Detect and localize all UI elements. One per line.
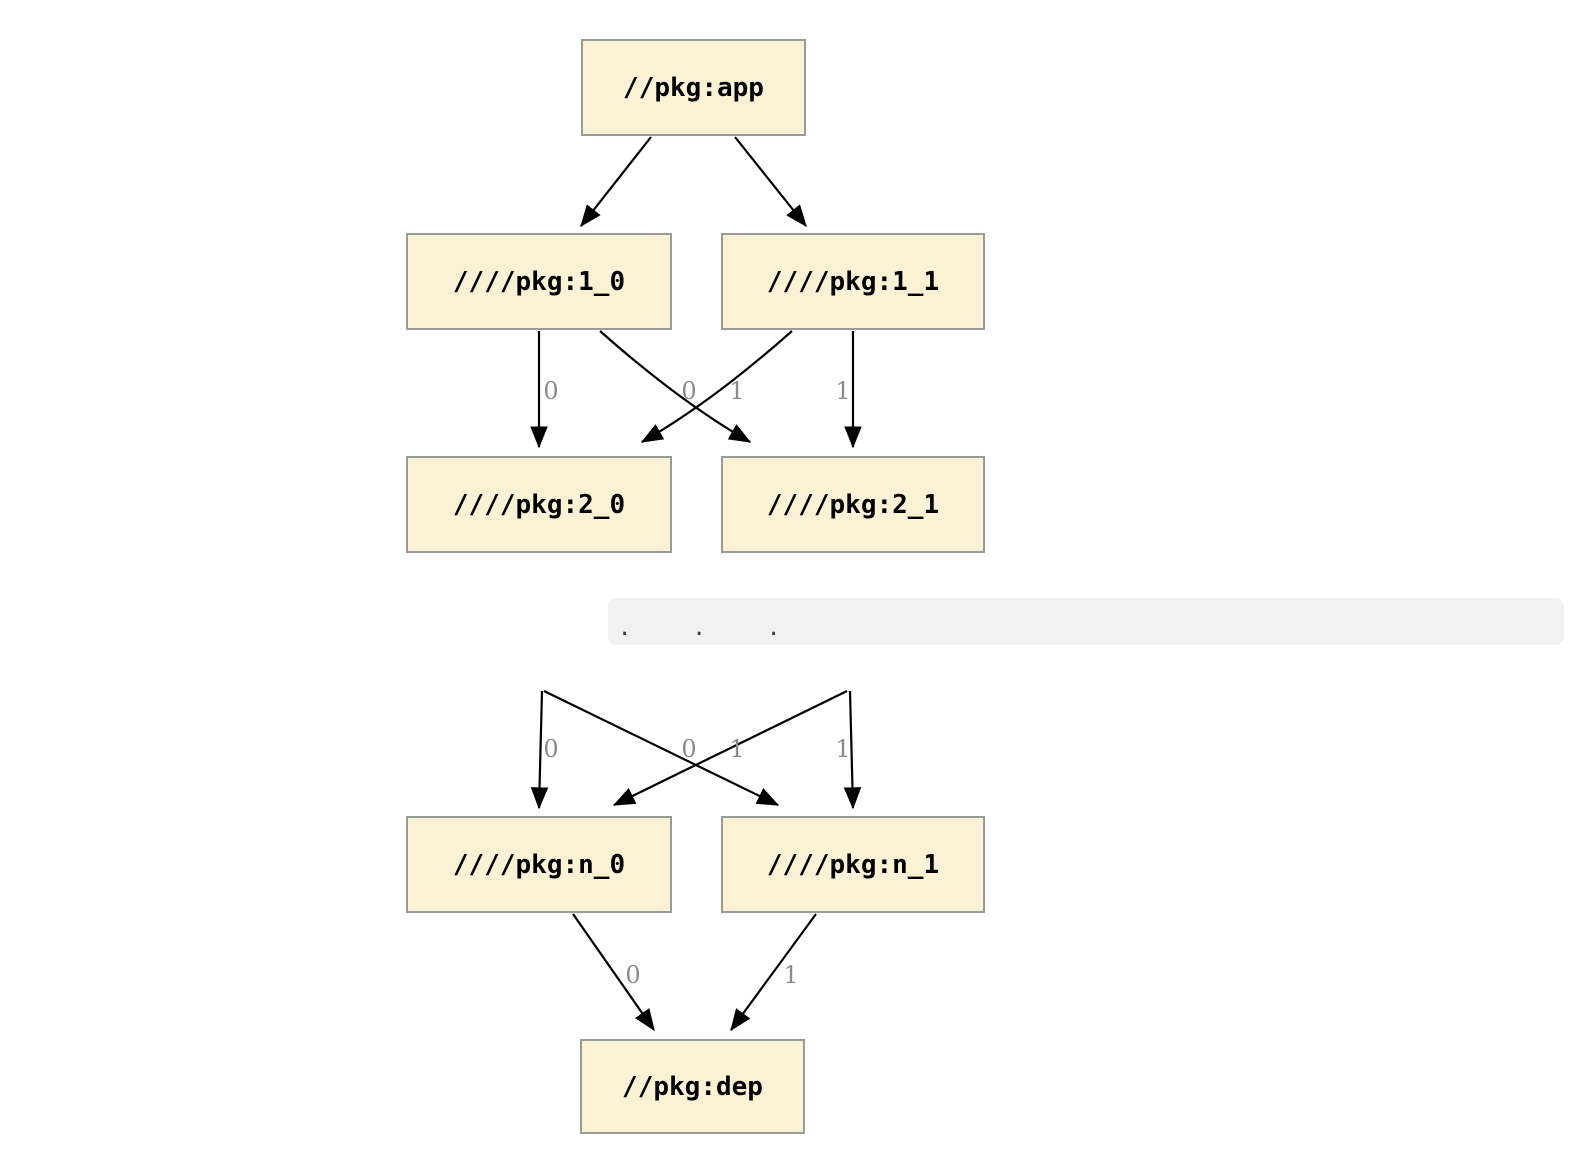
node-pkg-app: //pkg:app	[581, 39, 806, 136]
edge-elided-to-n-1-right	[843, 690, 862, 810]
elided-levels-band: . . .	[608, 598, 1564, 645]
edge-1-0-to-2-1	[599, 330, 752, 443]
edge-app-to-1-0	[580, 136, 652, 228]
node-pkg-n-1: ////pkg:n_1	[721, 816, 985, 913]
edge-label-elided-to-n-1-right: 1	[835, 735, 850, 763]
node-pkg-1-1: ////pkg:1_1	[721, 233, 985, 330]
edge-label-n-0-to-dep: 0	[625, 961, 640, 989]
node-pkg-dep: //pkg:dep	[580, 1039, 805, 1134]
edge-label-n-1-to-dep: 1	[783, 961, 798, 989]
edge-label-elided-to-n-0-cross: 0	[681, 735, 696, 763]
node-pkg-2-1: ////pkg:2_1	[721, 456, 985, 553]
node-pkg-2-0: ////pkg:2_0	[406, 456, 672, 553]
edge-elided-to-n-1-cross	[543, 690, 780, 806]
edge-n-0-to-dep	[572, 913, 655, 1032]
node-pkg-n-0: ////pkg:n_0	[406, 816, 672, 913]
edge-label-1-0-to-2-0: 0	[543, 377, 558, 405]
edge-elided-to-n-0-cross	[612, 690, 848, 806]
ellipsis-text: . . .	[618, 615, 805, 641]
edge-label-1-0-to-2-1: 1	[729, 377, 744, 405]
edge-elided-to-n-0-left	[530, 690, 549, 810]
node-pkg-1-0: ////pkg:1_0	[406, 233, 672, 330]
edge-label-elided-to-n-1-cross: 1	[729, 735, 744, 763]
edge-app-to-1-1	[734, 136, 807, 228]
edge-label-1-1-to-2-0: 0	[681, 377, 696, 405]
edge-1-1-to-2-0	[640, 330, 793, 443]
edge-label-elided-to-n-0-left: 0	[543, 735, 558, 763]
edge-n-1-to-dep	[730, 913, 817, 1032]
edge-label-1-1-to-2-1: 1	[835, 377, 850, 405]
